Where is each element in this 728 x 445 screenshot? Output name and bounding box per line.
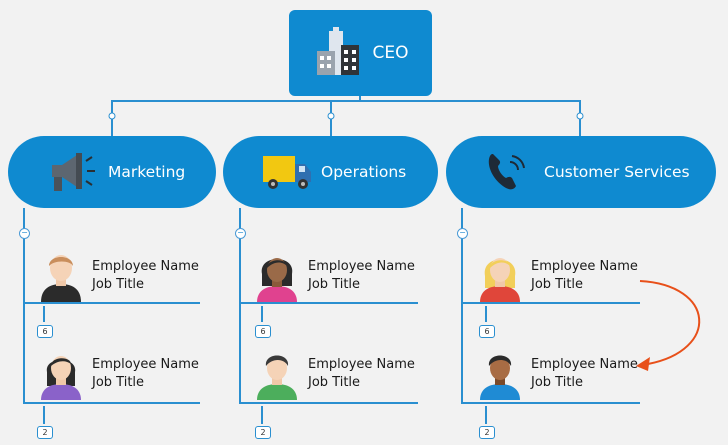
dept-label: Marketing	[108, 163, 186, 181]
employee-name: Employee Name	[308, 259, 415, 274]
employee-name: Employee Name	[531, 259, 638, 274]
avatar-icon	[41, 356, 81, 400]
dept-customer-services[interactable]: Customer Services	[446, 136, 716, 208]
avatar-icon	[41, 255, 81, 302]
dept-label: Operations	[321, 163, 407, 181]
office-building-icon	[316, 27, 359, 75]
dept-operations[interactable]: Operations	[223, 136, 438, 208]
employee-card[interactable]: Employee Name Job Title	[36, 248, 199, 302]
count-badge[interactable]: 6	[479, 325, 495, 338]
ceo-node[interactable]: CEO	[289, 10, 432, 96]
megaphone-icon	[46, 149, 98, 195]
avatar-icon	[480, 355, 520, 400]
collapse-toggle[interactable]: −	[235, 228, 246, 239]
employee-card[interactable]: Employee Name Job Title	[475, 248, 638, 302]
avatar-icon	[257, 258, 297, 302]
count-badge[interactable]: 6	[255, 325, 271, 338]
job-title: Job Title	[308, 277, 361, 292]
employee-card[interactable]: Employee Name Job Title	[475, 346, 638, 400]
employee-card[interactable]: Employee Name Job Title	[252, 346, 415, 400]
job-title: Job Title	[531, 375, 584, 390]
employee-name: Employee Name	[308, 357, 415, 372]
dept-label: Customer Services	[544, 163, 690, 181]
employee-name: Employee Name	[92, 259, 199, 274]
delivery-truck-icon	[261, 152, 313, 192]
count-badge[interactable]: 6	[37, 325, 53, 338]
avatar-icon	[257, 355, 297, 400]
collapse-toggle[interactable]: −	[457, 228, 468, 239]
job-title: Job Title	[308, 375, 361, 390]
employee-name: Employee Name	[92, 357, 199, 372]
count-badge[interactable]: 2	[479, 426, 495, 439]
relationship-arrow	[639, 280, 701, 365]
employee-card[interactable]: Employee Name Job Title	[252, 248, 415, 302]
job-title: Job Title	[92, 375, 145, 390]
employee-name: Employee Name	[531, 357, 638, 372]
ceo-label: CEO	[372, 43, 409, 63]
avatar-icon	[480, 258, 520, 302]
job-title: Job Title	[531, 277, 584, 292]
dept-marketing[interactable]: Marketing	[8, 136, 216, 208]
employee-card[interactable]: Employee Name Job Title	[36, 346, 199, 400]
phone-icon	[484, 150, 532, 194]
count-badge[interactable]: 2	[37, 426, 53, 439]
count-badge[interactable]: 2	[255, 426, 271, 439]
collapse-toggle[interactable]: −	[19, 228, 30, 239]
job-title: Job Title	[92, 277, 145, 292]
